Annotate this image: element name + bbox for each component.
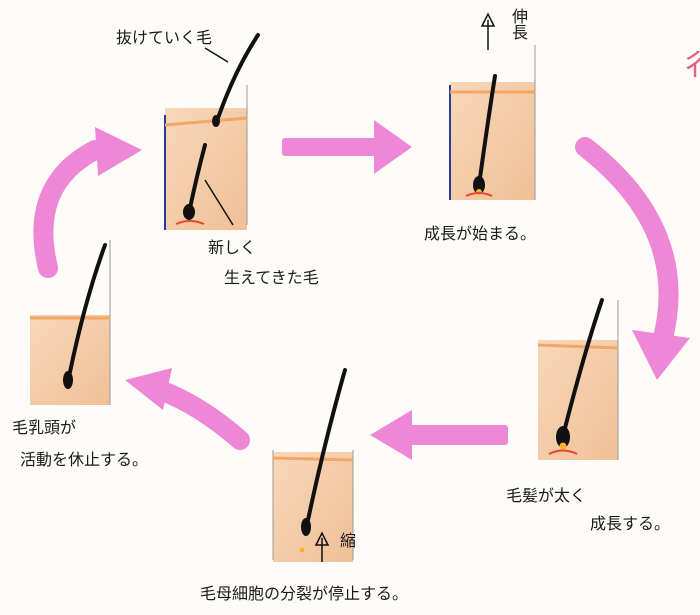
stage-new-hair xyxy=(164,33,260,230)
stage-papilla-rest xyxy=(30,240,111,405)
label-shrink: 縮 xyxy=(337,532,356,548)
label-papilla-line1: 毛乳頭が xyxy=(12,418,77,437)
label-division-stops: 毛母細胞の分裂が停止する。 xyxy=(200,584,409,603)
label-growth-starts: 成長が始まる。 xyxy=(424,224,537,243)
arrow-bottom-right xyxy=(370,410,508,460)
label-hair-thick-line2: 成長する。 xyxy=(590,514,671,533)
arrow-bottom-left xyxy=(125,368,250,450)
label-new-hair-line1: 新しく xyxy=(208,238,257,257)
stage-division-stops xyxy=(272,368,354,562)
label-shedding-hair: 抜けていく毛 xyxy=(116,28,213,47)
label-new-hair-line2: 生えてきた毛 xyxy=(224,268,319,287)
label-hair-thick-line1: 毛髪が太く xyxy=(506,486,587,505)
label-papilla-line2: 活動を休止する。 xyxy=(20,450,149,469)
edge-decoration: 彳 xyxy=(680,48,700,83)
arrow-top-right xyxy=(282,120,412,174)
stage-thick-growth xyxy=(537,298,619,460)
stage-growth-start xyxy=(449,12,536,200)
arrow-right-curve xyxy=(575,137,690,380)
label-elongation: 伸長 xyxy=(509,8,528,40)
arrow-left-curve xyxy=(33,127,142,278)
